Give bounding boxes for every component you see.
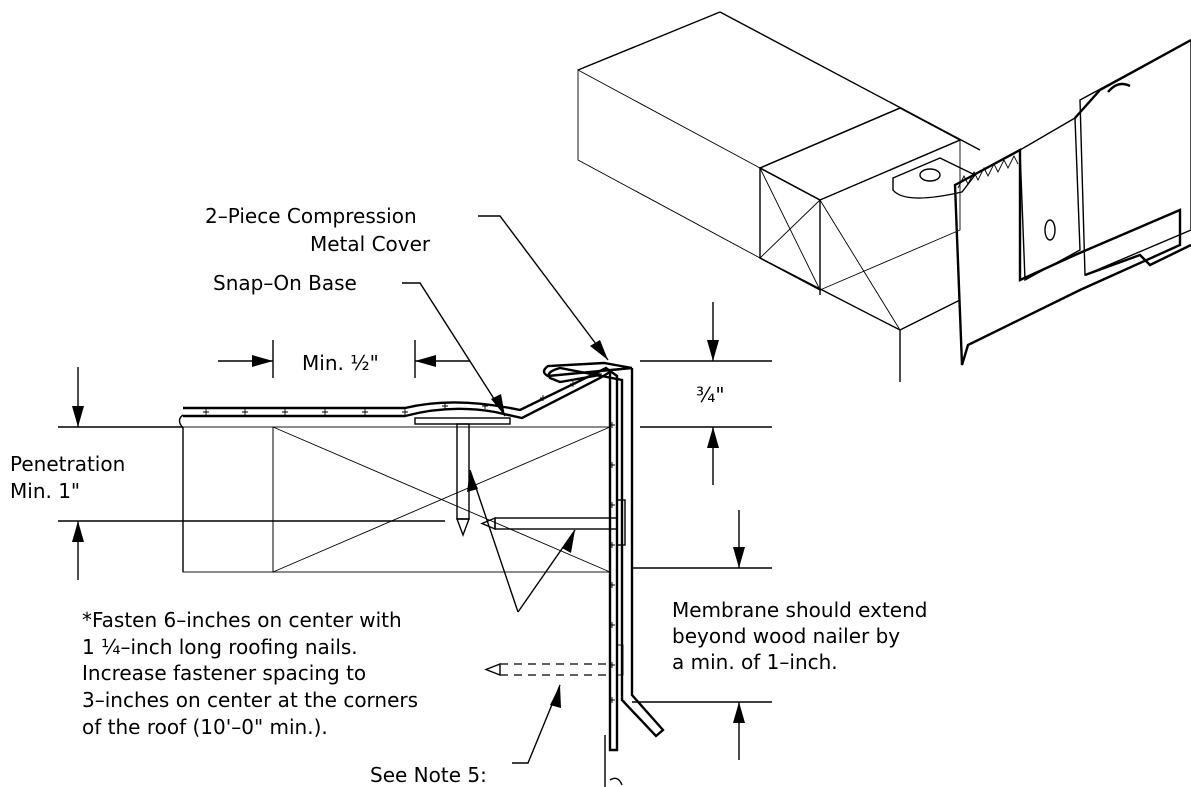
iso-substrate-face: [1079, 39, 1191, 277]
membrane-note-line: a min. of 1–inch.: [672, 650, 838, 674]
section-snap-base-plate: [414, 417, 511, 425]
iso-metal-cover: [953, 147, 1182, 366]
label-cover-line1: 2–Piece Compression: [205, 204, 417, 228]
section-side-nail: [480, 516, 618, 531]
label-cover-line2: Metal Cover: [310, 232, 431, 256]
iso-wood-nailer: [758, 107, 962, 201]
section-metal-cover: [547, 366, 665, 738]
label-see-note: See Note 5:: [370, 763, 487, 787]
text-labels: 2–Piece Compression Metal Cover Snap–On …: [10, 204, 927, 787]
membrane-note-line: beyond wood nailer by: [672, 624, 900, 648]
iso-fastener-head: [919, 168, 941, 182]
section-view: [178, 361, 665, 787]
dimension-lines: [58, 215, 772, 764]
section-lower-nail: [484, 662, 610, 677]
section-membrane: [183, 366, 619, 752]
label-penetration-line1: Penetration: [10, 452, 125, 476]
section-insulation: [182, 426, 274, 573]
iso-insulation: [577, 69, 761, 259]
label-three-quarter: ¾": [696, 383, 725, 407]
isometric-view: [577, 11, 1191, 382]
fasten-note-line: 3–inches on center at the corners: [82, 688, 418, 712]
section-top-nail: [455, 423, 471, 537]
fasten-note-line: of the roof (10'–0" min.).: [82, 715, 328, 739]
fasten-note-line: Increase fastener spacing to: [82, 661, 366, 685]
iso-membrane-face: [1019, 116, 1081, 282]
label-penetration-line2: Min. 1": [10, 479, 80, 503]
fasten-note-line: *Fasten 6–inches on center with: [82, 608, 402, 632]
label-snap-base: Snap–On Base: [213, 271, 357, 295]
label-min-half: Min. ½": [302, 351, 379, 375]
fasten-note-line: 1 ¼–inch long roofing nails.: [82, 635, 358, 659]
membrane-note-line: Membrane should extend: [672, 598, 927, 622]
